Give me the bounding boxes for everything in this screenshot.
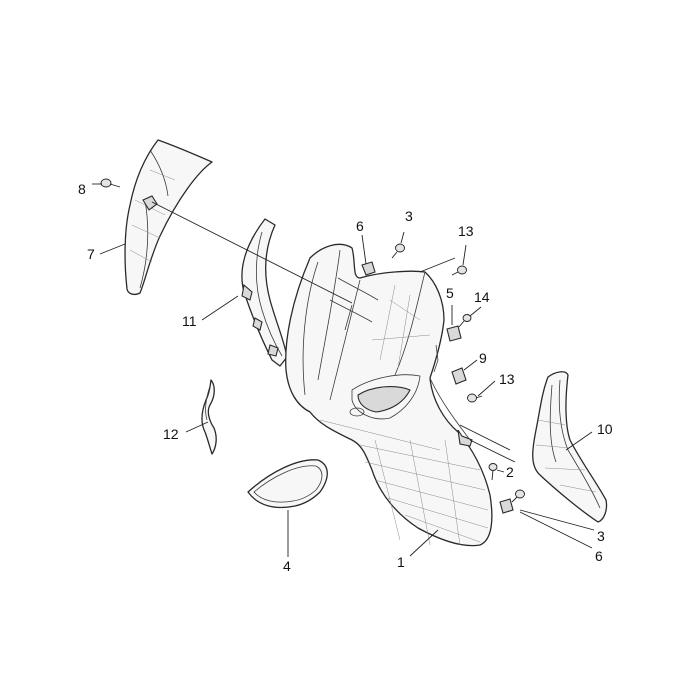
callout-2: 2 (506, 464, 514, 480)
callout-8: 8 (78, 181, 86, 197)
part-3-screw-bottom (511, 489, 525, 503)
callout-14: 14 (474, 289, 490, 305)
callout-3-top: 3 (405, 208, 413, 224)
part-2-screw (488, 463, 498, 481)
part-13-screw-bottom (467, 393, 483, 403)
callout-leaders (92, 183, 595, 557)
part-5-clip (446, 325, 462, 342)
part-1-front-shield (285, 243, 493, 547)
callout-12: 12 (163, 426, 179, 442)
callout-3-bottom: 3 (597, 528, 605, 544)
callout-11: 11 (182, 313, 197, 329)
part-3-screw-top (391, 243, 405, 259)
callout-9: 9 (479, 350, 487, 366)
part-11-inner-trim (241, 218, 288, 367)
part-13-screw-top (451, 265, 467, 276)
assembly-lines (151, 201, 516, 463)
callout-13-bottom: 13 (499, 371, 515, 387)
part-14-screw (458, 314, 472, 328)
callout-1: 1 (397, 554, 405, 570)
callout-6-bottom: 6 (595, 548, 603, 564)
callout-10: 10 (597, 421, 613, 437)
part-6-clip-top (361, 261, 376, 276)
callout-13-top: 13 (458, 223, 474, 239)
part-7-left-panel (124, 139, 213, 296)
part-9-clip (451, 367, 467, 385)
callout-labels: 1 2 3 3 4 5 6 6 7 8 9 10 11 12 13 13 14 (78, 181, 613, 574)
part-6-clip-bottom (499, 498, 514, 514)
callout-5: 5 (446, 285, 454, 301)
part-10-right-panel (532, 371, 608, 523)
part-12-small-trim (201, 379, 217, 455)
callout-4: 4 (283, 558, 291, 574)
part-4-seal-ring (247, 459, 328, 509)
callout-7: 7 (87, 246, 95, 262)
callout-6-top: 6 (356, 218, 364, 234)
part-8-screw (100, 178, 158, 211)
